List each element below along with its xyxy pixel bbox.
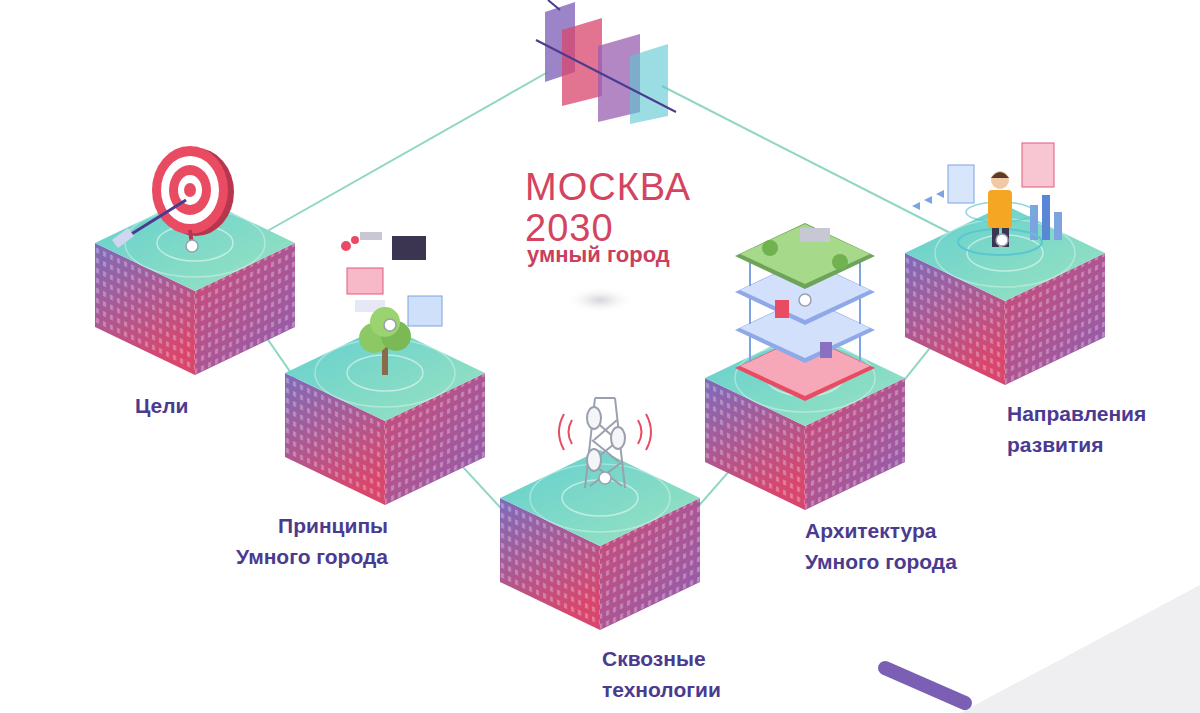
person-icon bbox=[912, 143, 1062, 255]
corner-shape bbox=[960, 585, 1200, 713]
tower-icon bbox=[559, 398, 651, 488]
anchor-dot bbox=[186, 240, 198, 252]
title: МОСКВА 2030 bbox=[525, 167, 725, 249]
node-label: Цели bbox=[135, 390, 255, 421]
node-label: Направления развития bbox=[1007, 398, 1177, 460]
cube-node: Архитектура Умного города bbox=[705, 330, 905, 510]
tree-icon bbox=[341, 232, 442, 375]
anchor-dot bbox=[799, 294, 811, 306]
ring bbox=[530, 464, 670, 532]
node-label: Принципы Умного города bbox=[208, 510, 388, 572]
cube-block bbox=[905, 205, 1105, 385]
logo-line bbox=[662, 86, 960, 238]
ring bbox=[562, 480, 638, 516]
building-icon bbox=[735, 223, 875, 401]
subtitle: умный город bbox=[527, 242, 670, 268]
node-label: Архитектура Умного города bbox=[805, 515, 990, 577]
anchor-dot bbox=[384, 319, 396, 331]
cube-block bbox=[500, 450, 700, 630]
anchor-dot bbox=[599, 472, 611, 484]
cube-block bbox=[285, 325, 485, 505]
shadow bbox=[565, 286, 635, 314]
cube-node: Цели bbox=[95, 195, 295, 375]
cube-node: Направления развития bbox=[905, 205, 1105, 385]
cube-top bbox=[500, 450, 700, 546]
logo-line bbox=[255, 72, 548, 238]
cube-node: Сквозные технологии bbox=[500, 450, 700, 630]
cube-node: Принципы Умного города bbox=[285, 325, 485, 505]
corner-stroke bbox=[885, 668, 965, 703]
target-icon bbox=[112, 146, 234, 248]
anchor-dot bbox=[996, 234, 1008, 246]
logo bbox=[536, 0, 676, 124]
node-label: Сквозные технологии bbox=[602, 643, 752, 705]
